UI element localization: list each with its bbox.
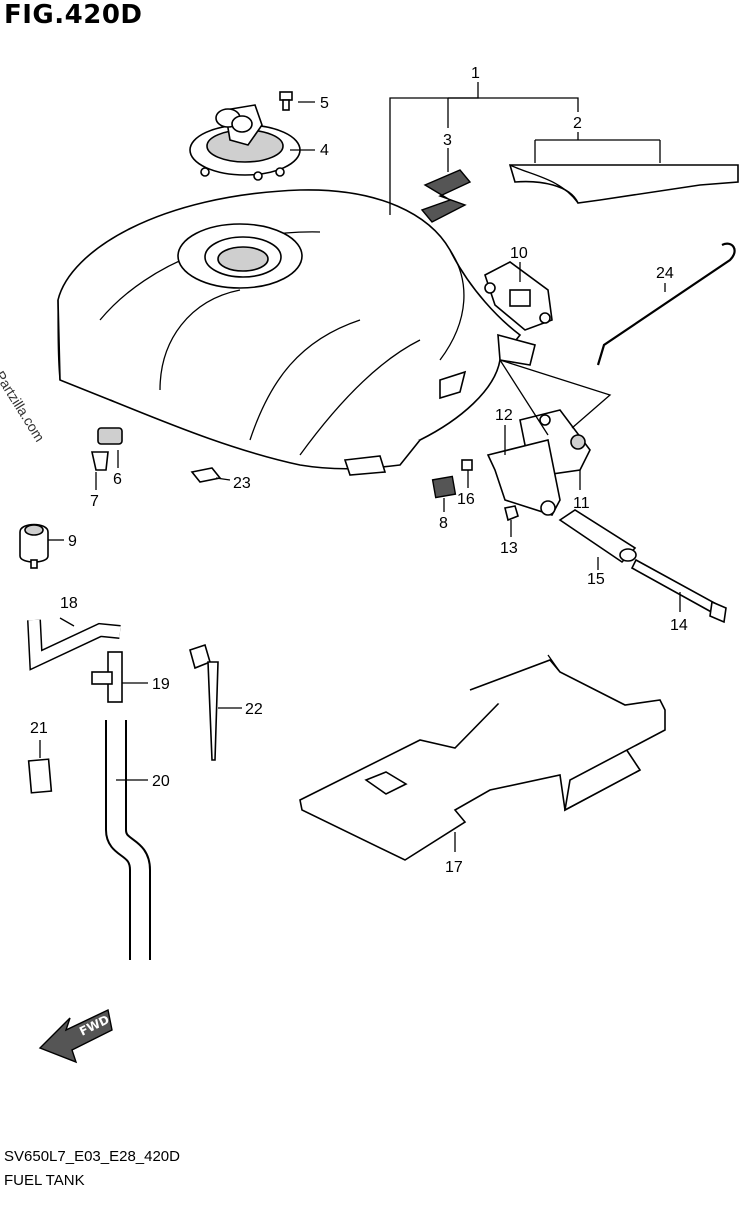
callout-15: 15 (587, 571, 605, 588)
figure-title: FIG.420D (4, 0, 143, 30)
callout-numbers: 1 2 3 4 5 6 7 8 9 10 11 12 13 14 15 16 1… (30, 65, 688, 876)
callout-20: 20 (152, 773, 170, 790)
callout-2: 2 (573, 115, 582, 132)
figure-code: SV650L7_E03_E28_420D (4, 1148, 180, 1165)
callout-5: 5 (320, 95, 329, 112)
tape-23[interactable] (190, 467, 222, 483)
wire-hook-24[interactable] (596, 242, 736, 366)
damper-9[interactable] (19, 523, 49, 569)
callout-11: 11 (573, 495, 590, 512)
bolt-5[interactable] (279, 91, 293, 111)
callout-4: 4 (320, 142, 329, 159)
label-21[interactable] (27, 758, 53, 794)
clamp-22[interactable] (189, 643, 219, 761)
callout-24: 24 (656, 265, 674, 282)
pad-8[interactable] (431, 475, 457, 499)
grommet-7[interactable] (91, 451, 109, 471)
callout-22: 22 (245, 701, 263, 718)
callout-3: 3 (443, 132, 452, 149)
callout-6: 6 (113, 471, 122, 488)
clip-16[interactable] (461, 459, 473, 471)
callout-23: 23 (233, 475, 251, 492)
joint-19[interactable] (91, 651, 123, 703)
callout-13: 13 (500, 540, 518, 557)
callout-14: 14 (670, 617, 688, 634)
callout-16: 16 (457, 491, 475, 508)
hose-20[interactable] (105, 720, 151, 960)
heat-shield-17[interactable] (299, 654, 666, 861)
callout-12: 12 (495, 407, 513, 424)
tank-side-cover[interactable] (508, 164, 739, 204)
callout-17: 17 (445, 859, 463, 876)
figure-name: FUEL TANK (4, 1172, 85, 1189)
callout-21: 21 (30, 720, 48, 737)
callout-8: 8 (439, 515, 448, 532)
callout-9: 9 (68, 533, 77, 550)
callout-19: 19 (152, 676, 170, 693)
cushion-6[interactable] (97, 427, 123, 445)
hose-18[interactable] (27, 619, 121, 671)
callout-7: 7 (90, 493, 99, 510)
callout-1: 1 (471, 65, 480, 82)
suzuki-emblem[interactable] (420, 169, 472, 223)
nut-13[interactable] (504, 505, 519, 522)
front-bracket[interactable] (484, 261, 553, 331)
callout-10: 10 (510, 245, 528, 262)
leader-lines (39, 82, 681, 852)
spacer-15[interactable] (558, 509, 637, 564)
fuel-tank[interactable] (57, 189, 536, 476)
rear-hinge-bracket[interactable] (486, 409, 591, 516)
bolt-14[interactable] (630, 558, 727, 624)
fwd-arrow: FWD (38, 1008, 113, 1064)
callout-18: 18 (60, 595, 78, 612)
fuel-cap[interactable] (189, 104, 301, 181)
